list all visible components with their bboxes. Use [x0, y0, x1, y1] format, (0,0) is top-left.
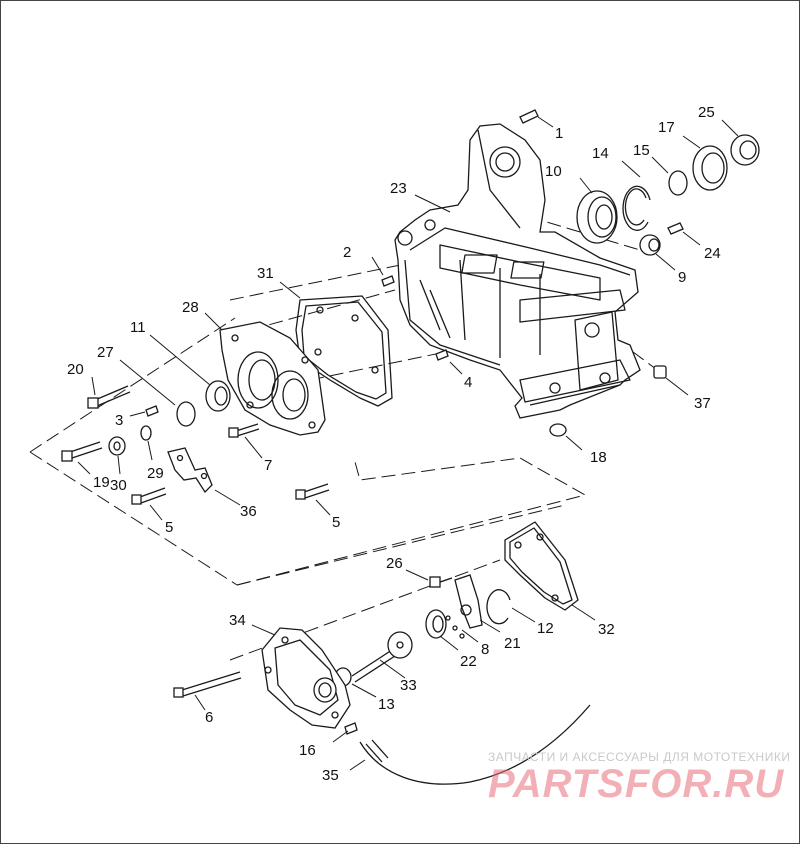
dashed-alignment-line: [249, 289, 396, 331]
callout-34: 34: [229, 612, 246, 629]
callout-12: 12: [537, 620, 554, 637]
detent-ball: [452, 625, 458, 631]
callout-1: 1: [555, 125, 563, 142]
callout-15: 15: [633, 142, 650, 159]
side-cover-34: [261, 627, 351, 729]
callout-27: 27: [97, 344, 114, 361]
callout-33: 33: [400, 677, 417, 694]
shifter-shaft-33: [351, 631, 413, 683]
callout-18: 18: [590, 449, 607, 466]
callout-29: 29: [147, 465, 164, 482]
bolt-5-left: [131, 487, 167, 505]
callout-13: 13: [378, 696, 395, 713]
bolt-7: [228, 423, 260, 438]
watermark-tagline: ЗАПЧАСТИ И АКСЕССУАРЫ ДЛЯ МОТОТЕХНИКИ: [488, 750, 790, 764]
spacer-25: [730, 134, 760, 166]
bolt-6: [173, 671, 242, 698]
drain-plug-37: [653, 365, 667, 379]
callout-17: 17: [658, 119, 675, 136]
callout-5-left: 5: [165, 519, 173, 536]
bolt-26: [429, 576, 453, 588]
callout-30: 30: [110, 477, 127, 494]
detent-ball: [459, 633, 465, 639]
retaining-ring-14: [622, 185, 651, 231]
callout-24: 24: [704, 245, 721, 262]
o-ring-27: [176, 401, 196, 427]
dashed-alignment-line: [309, 349, 456, 381]
callout-31: 31: [257, 265, 274, 282]
callout-22: 22: [460, 653, 477, 670]
callout-25: 25: [698, 104, 715, 121]
callout-labels: 1 2 3 4 5 5 6 7 8 9 10 11 12 13 14 15 16…: [67, 104, 721, 784]
bracket-36: [167, 447, 213, 494]
callout-19: 19: [93, 474, 110, 491]
dowel-pin-1: [519, 109, 539, 124]
dashed-boundary: [29, 451, 238, 586]
seal-17: [692, 145, 728, 191]
dashed-boundary: [236, 457, 587, 586]
callout-6: 6: [205, 709, 213, 726]
leader-lines: [77, 116, 739, 771]
dowel-pin-4: [435, 349, 449, 361]
dashed-boundary: [29, 317, 236, 453]
bolt-5-right: [295, 483, 330, 500]
callout-10: 10: [545, 163, 562, 180]
detent-ball: [445, 615, 451, 621]
shift-lever-21: [454, 574, 483, 629]
callout-7: 7: [264, 457, 272, 474]
callout-37: 37: [694, 395, 711, 412]
retaining-ring-12: [486, 589, 511, 625]
nut-30: [108, 436, 126, 456]
bearing-housing-28: [219, 321, 326, 436]
bearing-22: [425, 609, 447, 639]
callout-28: 28: [182, 299, 199, 316]
callout-14: 14: [592, 145, 609, 162]
callout-26: 26: [386, 555, 403, 572]
bushing-18: [549, 423, 567, 437]
dashed-boundary: [236, 504, 566, 586]
bearing-10: [576, 190, 618, 244]
callout-9: 9: [678, 269, 686, 286]
bushing-9: [639, 234, 661, 256]
dowel-pin-3: [145, 405, 159, 417]
gasket-32: [504, 521, 579, 611]
gasket-31: [295, 295, 393, 407]
callout-23: 23: [390, 180, 407, 197]
callout-4: 4: [464, 374, 472, 391]
callout-36: 36: [240, 503, 257, 520]
watermark: ЗАПЧАСТИ И АКСЕССУАРЫ ДЛЯ МОТОТЕХНИКИ PA…: [488, 750, 790, 806]
callout-8: 8: [481, 641, 489, 658]
wire-cable-35: [359, 704, 591, 785]
callout-2: 2: [343, 244, 351, 261]
washer-29: [140, 425, 152, 441]
callout-32: 32: [598, 621, 615, 638]
bolt-19: [61, 441, 103, 462]
callout-35: 35: [322, 767, 339, 784]
callout-16: 16: [299, 742, 316, 759]
callout-20: 20: [67, 361, 84, 378]
watermark-brand: PARTSFOR.RU: [488, 762, 784, 806]
dowel-pin-2: [381, 275, 395, 287]
transmission-case: [394, 123, 641, 419]
callout-5-right: 5: [332, 514, 340, 531]
callout-3: 3: [115, 412, 123, 429]
pin-24: [667, 222, 684, 235]
callout-21: 21: [504, 635, 521, 652]
bolt-20: [87, 385, 131, 409]
bearing-11: [205, 380, 231, 412]
callout-11: 11: [130, 319, 146, 336]
o-ring-15: [668, 170, 688, 196]
